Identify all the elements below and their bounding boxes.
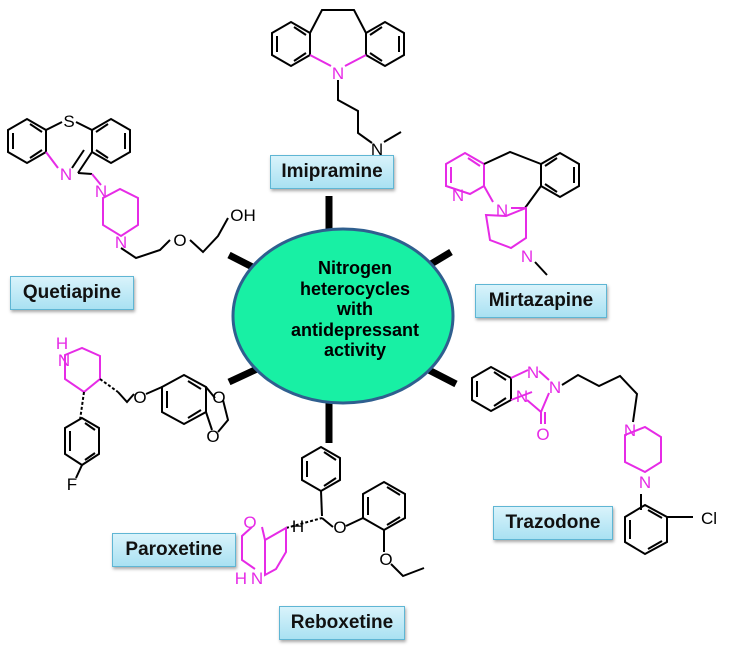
center-line-2: heterocycles: [299, 278, 411, 299]
paroxetine-f: F: [67, 475, 77, 494]
reboxetine-structure: [241, 445, 425, 578]
trazodone-n1: N: [527, 363, 539, 382]
trazodone-n3: N: [516, 387, 528, 406]
trazodone-label: Trazodone: [493, 506, 613, 540]
mirtazapine-structure: [445, 150, 580, 276]
quetiapine-structure: [7, 117, 229, 260]
mirtazapine-n1: N: [452, 186, 464, 205]
paroxetine-o1: O: [133, 388, 146, 407]
paroxetine-o2: O: [212, 388, 225, 407]
center-line-3: with: [337, 299, 373, 319]
quetiapine-s: S: [63, 112, 74, 131]
trazodone-n2: N: [549, 378, 561, 397]
paroxetine-h: H: [56, 334, 68, 353]
imipramine-n1: N: [332, 64, 344, 83]
center-line-4: antidepressant: [290, 319, 420, 340]
paroxetine-structure: [64, 346, 230, 479]
reboxetine-o-ethoxy: O: [379, 550, 392, 569]
center-ellipse: [231, 227, 455, 405]
quetiapine-o: O: [173, 231, 186, 250]
quetiapine-oh: OH: [230, 206, 256, 225]
mirtazapine-n2: N: [496, 201, 508, 220]
center-line-1: Nitrogen: [318, 258, 392, 278]
reboxetine-label: Reboxetine: [279, 606, 405, 640]
reboxetine-o-ether: O: [333, 518, 346, 537]
mirtazapine-n3: N: [521, 247, 533, 266]
reboxetine-h1: H: [292, 517, 304, 536]
trazodone-n4: N: [624, 421, 636, 440]
trazodone-o: O: [536, 425, 549, 444]
imipramine-structure: [271, 9, 405, 172]
quetiapine-n3: N: [115, 233, 127, 252]
paroxetine-n: N: [58, 351, 70, 370]
reboxetine-h2: H: [235, 569, 247, 588]
mirtazapine-label: Mirtazapine: [475, 284, 607, 318]
trazodone-structure: [471, 365, 693, 556]
trazodone-cl: Cl: [701, 509, 717, 528]
reboxetine-n: N: [251, 569, 263, 588]
paroxetine-o3: O: [206, 427, 219, 446]
reboxetine-o-ring: O: [243, 513, 256, 532]
quetiapine-n2: N: [95, 182, 107, 201]
paroxetine-label: Paroxetine: [112, 533, 236, 567]
quetiapine-label: Quetiapine: [10, 276, 134, 310]
imipramine-n2: N: [371, 140, 383, 159]
quetiapine-n1: N: [60, 165, 72, 184]
imipramine-label: Imipramine: [270, 155, 394, 189]
center-line-5: activity: [323, 340, 387, 360]
trazodone-n5: N: [639, 473, 651, 492]
center-title: Nitrogen heterocycles with antidepressan…: [248, 258, 462, 361]
